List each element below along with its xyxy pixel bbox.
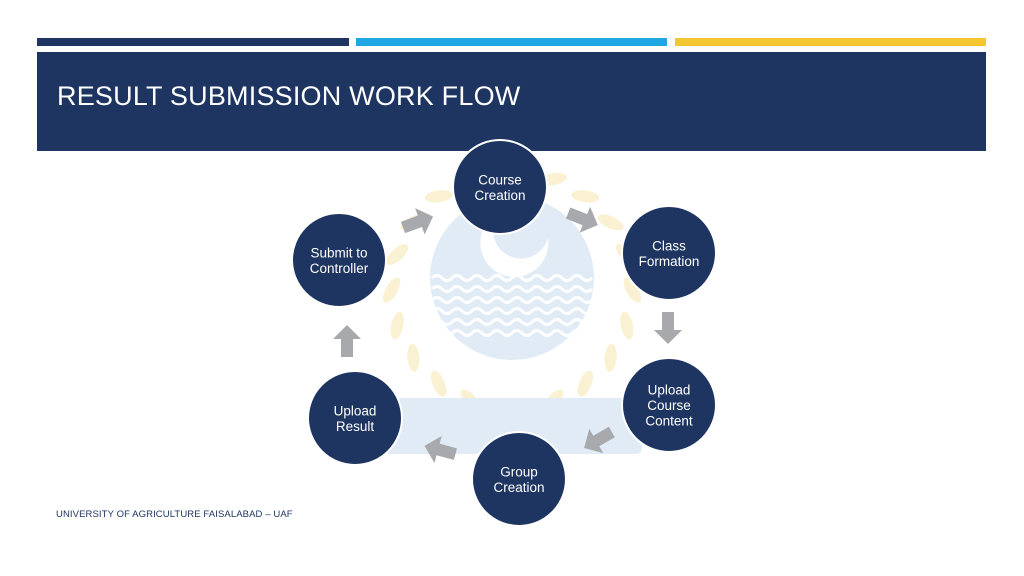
step-label: Course <box>647 398 691 413</box>
laurel-leaf <box>623 277 642 303</box>
step-label: Creation <box>493 480 544 495</box>
step-label: Result <box>336 419 375 434</box>
laurel-leaf <box>390 311 404 340</box>
laurel-leaf <box>407 343 420 372</box>
laurel-leaf <box>386 244 409 265</box>
flow-arrow-icon <box>654 312 682 344</box>
seal-wave <box>430 329 594 337</box>
step-label: Content <box>645 414 693 429</box>
flow-arrow-icon <box>400 208 434 235</box>
flow-arrow-icon <box>565 206 598 233</box>
laurel-leaf <box>577 370 593 397</box>
laurel-leaf <box>382 277 401 303</box>
title-band: RESULT SUBMISSION WORK FLOW <box>37 52 986 151</box>
step-label: Group <box>500 464 538 479</box>
laurel-leaf <box>571 190 600 203</box>
accent-bar-gold <box>675 38 986 46</box>
flow-arrow-icon <box>424 435 458 464</box>
laurel-leaf <box>604 343 617 372</box>
step-label: Upload <box>334 403 377 418</box>
seal-wave <box>430 296 594 304</box>
accent-bar-cyan <box>356 38 667 46</box>
flow-arrow-icon <box>584 426 615 454</box>
seal-wave <box>430 318 594 326</box>
flow-nodes: CourseCreationClassFormationUploadCourse… <box>291 139 717 527</box>
university-seal-icon <box>380 172 642 454</box>
slide-title: RESULT SUBMISSION WORK FLOW <box>57 81 521 111</box>
step-label: Course <box>478 172 522 187</box>
step-label: Creation <box>474 188 525 203</box>
footer-institution: UNIVERSITY OF AGRICULTURE FAISALABAD – U… <box>56 509 293 520</box>
flow-arrows <box>333 206 682 464</box>
laurel-leaf <box>424 190 453 203</box>
seal-wave <box>430 307 594 315</box>
seal-wave <box>430 274 594 282</box>
laurel-leaf <box>597 214 624 231</box>
accent-bar-navy <box>37 38 349 46</box>
step-label: Class <box>652 238 686 253</box>
step-label: Upload <box>648 383 691 398</box>
step-label: Formation <box>639 254 700 269</box>
seal-wave <box>430 285 594 293</box>
step-label: Controller <box>310 261 369 276</box>
flow-arrow-icon <box>333 325 361 357</box>
laurel-leaf <box>431 370 447 397</box>
step-label: Submit to <box>310 245 367 260</box>
laurel-leaf <box>620 311 634 340</box>
